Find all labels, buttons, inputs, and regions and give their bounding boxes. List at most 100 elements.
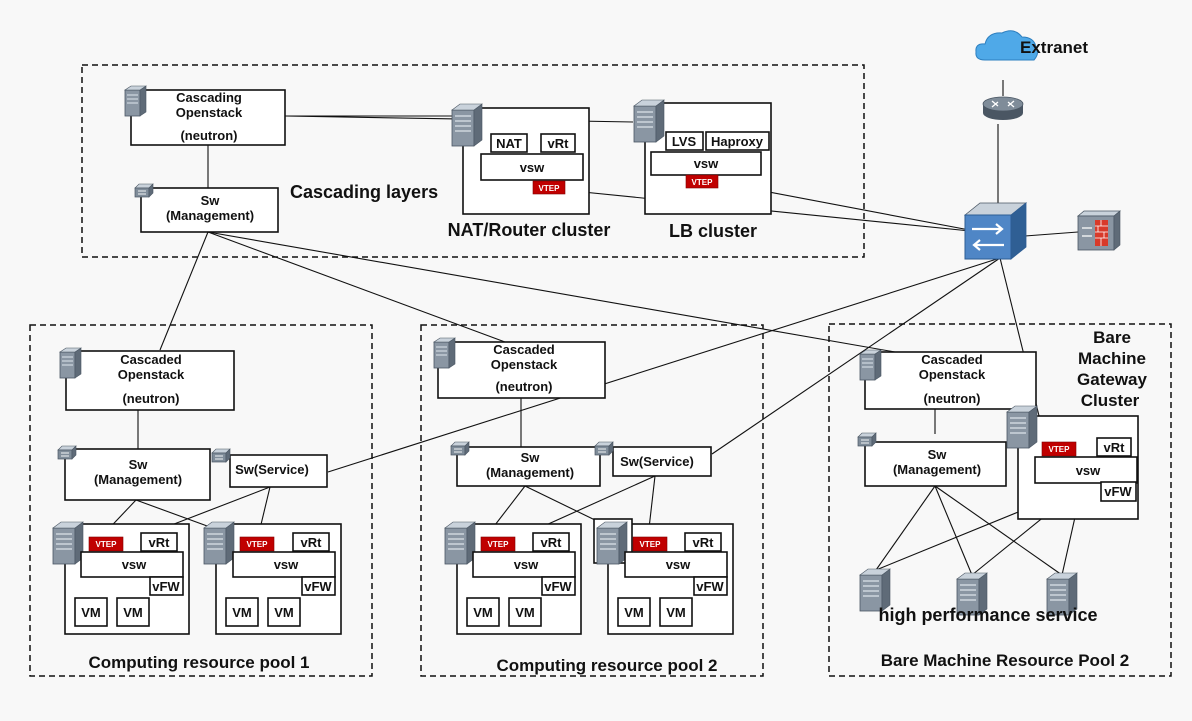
extranet-label: Extranet bbox=[1020, 38, 1088, 57]
vsw-box bbox=[480, 153, 584, 181]
vtep-box bbox=[685, 174, 719, 189]
switch-icon bbox=[57, 445, 77, 460]
server-icon bbox=[596, 521, 628, 565]
vm-box bbox=[74, 597, 108, 627]
vm-label: VM bbox=[515, 605, 535, 620]
pool1-openstack-box bbox=[65, 350, 235, 411]
cascading-openstack-box bbox=[130, 89, 286, 146]
vrt-label: vRt bbox=[301, 535, 323, 550]
pool2-region bbox=[420, 324, 764, 677]
server-icon bbox=[859, 349, 882, 381]
server-icon bbox=[433, 337, 456, 369]
sw-label: (Management) bbox=[893, 462, 981, 477]
pool1-region bbox=[29, 324, 373, 677]
openstack-label: Cascading bbox=[176, 90, 242, 105]
vrt-label: vRt bbox=[548, 136, 570, 151]
openstack-label: Openstack bbox=[176, 105, 243, 120]
openstack-label: Openstack bbox=[919, 367, 986, 382]
haproxy-box bbox=[705, 131, 770, 151]
openstack-label: (neutron) bbox=[495, 379, 552, 394]
vfw-label: vFW bbox=[696, 579, 724, 594]
openstack-label: Cascaded bbox=[493, 342, 554, 357]
pool2-sw-service-box bbox=[612, 446, 712, 477]
vrt-label: vRt bbox=[541, 535, 563, 550]
vm-box bbox=[659, 597, 693, 627]
vm-box bbox=[508, 597, 542, 627]
switch-icon bbox=[594, 441, 614, 456]
vsw-box bbox=[472, 551, 576, 578]
vm-label: VM bbox=[473, 605, 493, 620]
vrt-box bbox=[532, 532, 570, 552]
vrt-label: vRt bbox=[149, 535, 171, 550]
vrt-box bbox=[292, 532, 330, 552]
bare-openstack-box bbox=[864, 351, 1037, 410]
server-icon bbox=[59, 347, 82, 379]
vm-label: VM bbox=[274, 605, 294, 620]
vtep-box bbox=[480, 536, 516, 552]
cascading-sw-box bbox=[140, 187, 279, 233]
sw-label: Sw bbox=[201, 193, 221, 208]
vrt-box bbox=[1096, 437, 1132, 457]
sw-label: Sw bbox=[928, 447, 948, 462]
bare-region bbox=[828, 323, 1172, 677]
sw-service-label: Sw(Service) bbox=[235, 462, 309, 477]
server-icon bbox=[1006, 405, 1038, 449]
vm-label: VM bbox=[232, 605, 252, 620]
lb-caption: LB cluster bbox=[669, 221, 757, 241]
gateway-title: Gateway bbox=[1077, 370, 1147, 389]
vtep-label: VTEP bbox=[1049, 445, 1071, 454]
openstack-label: Openstack bbox=[118, 367, 185, 382]
vsw-box bbox=[80, 551, 184, 578]
core-switch-icon bbox=[963, 202, 1028, 260]
sw-label: Sw bbox=[521, 450, 541, 465]
vfw-label: vFW bbox=[544, 579, 572, 594]
switch-icon bbox=[134, 183, 154, 198]
switch-icon bbox=[450, 441, 470, 456]
vsw-label: vsw bbox=[274, 557, 299, 572]
server-icon bbox=[633, 99, 665, 143]
vfw-label: vFW bbox=[152, 579, 180, 594]
vtep-label: VTEP bbox=[247, 540, 269, 549]
vsw-label: vsw bbox=[122, 557, 147, 572]
openstack-label: Cascaded bbox=[120, 352, 181, 367]
vfw-label: vFW bbox=[304, 579, 332, 594]
pool2-caption: Computing resource pool 2 bbox=[496, 656, 717, 675]
vsw-label: vsw bbox=[666, 557, 691, 572]
pool1-sw-mgmt-box bbox=[64, 448, 211, 501]
pool1-sw-service-box bbox=[229, 454, 328, 488]
vtep-label: VTEP bbox=[488, 540, 510, 549]
vfw-label: vFW bbox=[1104, 484, 1132, 499]
gateway-title: Bare bbox=[1093, 328, 1131, 347]
vsw-box bbox=[232, 551, 336, 578]
sw-label: (Management) bbox=[166, 208, 254, 223]
vsw-label: vsw bbox=[694, 156, 719, 171]
gateway-title: Cluster bbox=[1081, 391, 1140, 410]
gateway-title: Machine bbox=[1078, 349, 1146, 368]
vsw-label: vsw bbox=[520, 160, 545, 175]
vm-box bbox=[267, 597, 301, 627]
pool1-caption: Computing resource pool 1 bbox=[88, 653, 309, 672]
vfw-box bbox=[149, 576, 184, 596]
firewall-icon bbox=[1076, 210, 1122, 251]
vtep-label: VTEP bbox=[96, 540, 118, 549]
vm-label: VM bbox=[666, 605, 686, 620]
vsw-box bbox=[1034, 456, 1138, 484]
vfw-box bbox=[693, 576, 728, 596]
sw-service-label: Sw(Service) bbox=[620, 454, 694, 469]
connection-lines bbox=[99, 80, 1083, 599]
openstack-label: Openstack bbox=[491, 357, 558, 372]
vm-box bbox=[225, 597, 259, 627]
openstack-label: (neutron) bbox=[180, 128, 237, 143]
vfw-box bbox=[301, 576, 336, 596]
openstack-label: (neutron) bbox=[923, 391, 980, 406]
vm-label: VM bbox=[81, 605, 101, 620]
nat-box bbox=[490, 133, 528, 153]
cloud-icon bbox=[975, 30, 1039, 61]
vtep-box bbox=[88, 536, 124, 552]
pool2-sw-mgmt-box bbox=[456, 446, 601, 487]
bare-sw-mgmt-box bbox=[864, 441, 1007, 487]
bare-caption: Bare Machine Resource Pool 2 bbox=[881, 651, 1129, 670]
sw-label: (Management) bbox=[94, 472, 182, 487]
hps-label: high performance service bbox=[878, 605, 1097, 625]
